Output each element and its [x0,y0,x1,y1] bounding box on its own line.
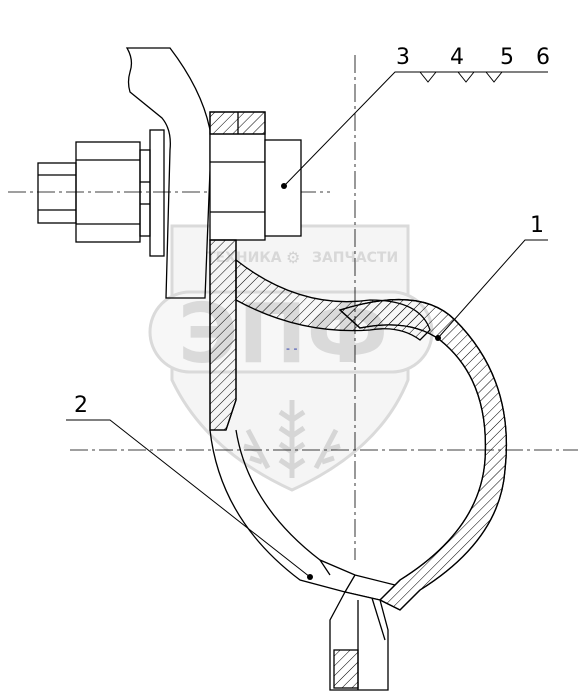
clamp-block [209,111,302,241]
callout-1: 1 [530,213,544,238]
leader-lines [66,71,548,578]
spring-tine [338,298,508,611]
lower-arm [209,429,396,601]
leader-dot-3 [281,183,287,189]
leader-line-1 [437,239,548,339]
bottom-tooth [329,591,389,691]
small-mark: - - [286,342,297,355]
leader-line-3 [283,71,548,187]
vertical-shank [209,239,237,431]
bolt-flange [149,129,165,257]
leader-dot-1 [435,335,441,341]
callout-5: 5 [500,45,514,70]
leader-line-2 [66,419,311,578]
top-arm [125,47,211,299]
bolt-assembly [37,129,165,257]
callout-3: 3 [396,45,410,70]
callout-6: 6 [536,45,550,70]
callout-labels: 3 4 5 6 1 2 [74,45,550,418]
callout-4: 4 [450,45,464,70]
gear-icon: ⚙ [286,248,300,267]
leader-zigzag [419,71,503,83]
wheat-icon [243,400,341,478]
bolt-washer [139,149,151,237]
leader-dot-2 [307,574,313,580]
bolt-shank [37,162,77,224]
callout-2: 2 [74,393,88,418]
